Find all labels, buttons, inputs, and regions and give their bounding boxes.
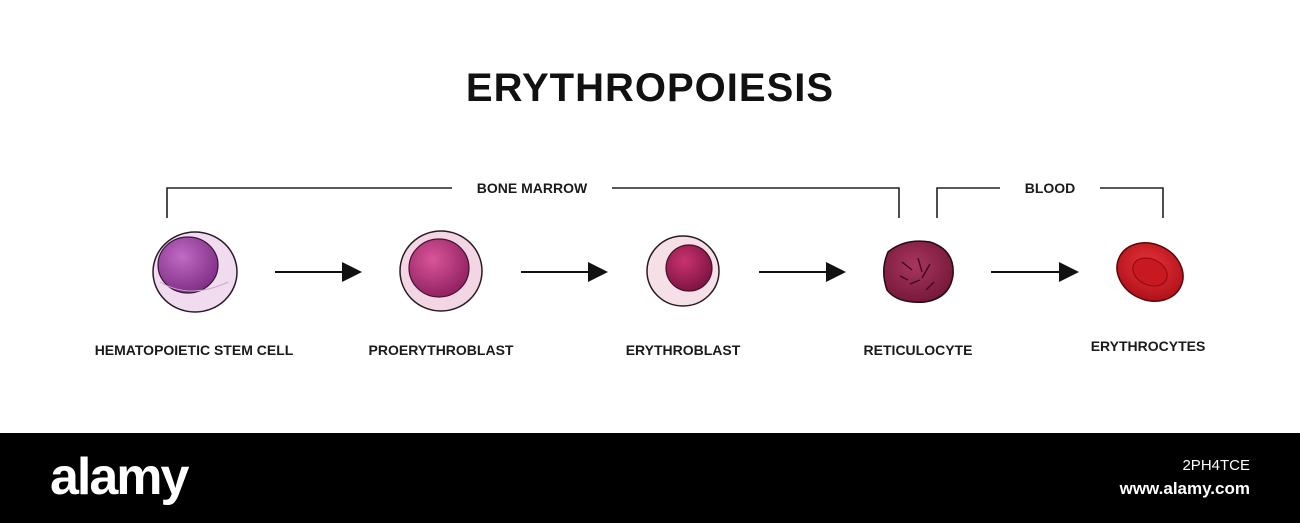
erythroblast [646, 235, 720, 307]
brand-logo: alamy [50, 448, 189, 506]
site-url: www.alamy.com [1119, 479, 1250, 498]
erythropoiesis-diagram: BONE MARROW BLOOD [152, 180, 1184, 313]
erythrocyte [1116, 242, 1184, 302]
blood-bracket: BLOOD [936, 180, 1164, 218]
reticulocyte [883, 240, 954, 303]
label-proerythroblast: PROERYTHROBLAST [368, 342, 514, 358]
proerythroblast [399, 230, 483, 312]
label-erythroblast: ERYTHROBLAST [625, 342, 741, 358]
bone-marrow-label: BONE MARROW [477, 180, 588, 196]
image-id: 2PH4TCE [1182, 457, 1250, 474]
bone-marrow-bracket: BONE MARROW [166, 180, 900, 218]
blood-label: BLOOD [1025, 180, 1076, 196]
label-erythrocytes: ERYTHROCYTES [1090, 338, 1206, 354]
hematopoietic-stem-cell [152, 231, 238, 313]
label-reticulocyte: RETICULOCYTE [863, 342, 973, 358]
diagram-title: ERYTHROPOIESIS [465, 66, 835, 110]
label-hematopoietic-stem-cell: HEMATOPOIETIC STEM CELL [94, 342, 294, 358]
watermark-footer: alamy 2PH4TCE www.alamy.com [0, 433, 1300, 523]
